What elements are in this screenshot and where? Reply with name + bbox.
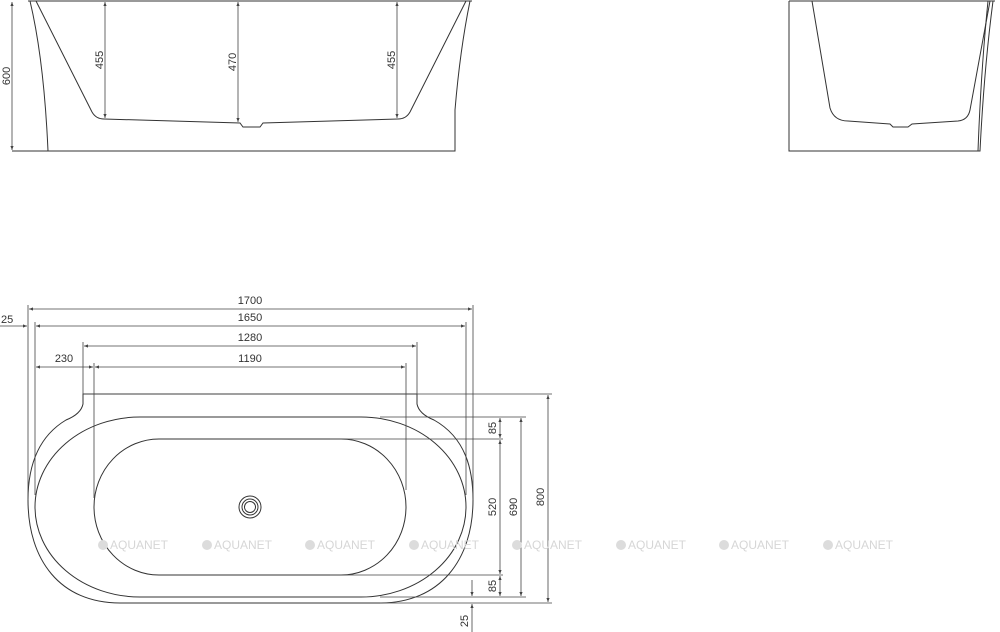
dim-overall-width: 800 (535, 488, 547, 506)
dim-bowl-length: 1190 (238, 353, 262, 365)
svg-text:AQUANET: AQUANET (835, 538, 894, 552)
watermark: AQUANET (616, 538, 687, 552)
watermark: AQUANET (823, 538, 894, 552)
svg-text:AQUANET: AQUANET (317, 538, 376, 552)
watermark-row: AQUANET AQUANET AQUANET AQUANET AQUANET … (98, 538, 894, 552)
dim-bowl-width: 520 (487, 498, 499, 516)
svg-text:AQUANET: AQUANET (524, 538, 583, 552)
dim-rim-top-width: 85 (487, 422, 499, 434)
side-elevation-view (788, 0, 995, 152)
watermark: AQUANET (305, 538, 376, 552)
dim-height-600: 600 (1, 67, 13, 85)
front-elevation-view: 600 455 470 455 (1, 0, 472, 152)
svg-text:AQUANET: AQUANET (731, 538, 790, 552)
dim-offset-side: 25 (1, 314, 13, 326)
dim-offset-bottom: 25 (459, 615, 471, 627)
svg-text:AQUANET: AQUANET (214, 538, 273, 552)
watermark: AQUANET (512, 538, 583, 552)
svg-text:AQUANET: AQUANET (421, 538, 480, 552)
watermark: AQUANET (719, 538, 790, 552)
drain-icon (238, 495, 262, 519)
dim-overall-length: 1700 (238, 295, 262, 307)
dim-depth-center: 470 (227, 53, 239, 71)
watermark: AQUANET (409, 538, 480, 552)
svg-text:AQUANET: AQUANET (628, 538, 687, 552)
dim-rim-length: 1650 (238, 312, 262, 324)
svg-text:AQUANET: AQUANET (110, 538, 169, 552)
dim-rim-width: 690 (508, 498, 520, 516)
watermark: AQUANET (202, 538, 273, 552)
dim-offset-left: 230 (55, 353, 73, 365)
dim-rim-bottom-width: 85 (487, 580, 499, 592)
watermark: AQUANET (98, 538, 169, 552)
dim-depth-left: 455 (94, 51, 106, 69)
dim-back-width: 1280 (238, 332, 262, 344)
dim-depth-right: 455 (386, 51, 398, 69)
plan-view: 1700 1650 25 1280 230 1190 85 520 85 690… (0, 295, 552, 632)
